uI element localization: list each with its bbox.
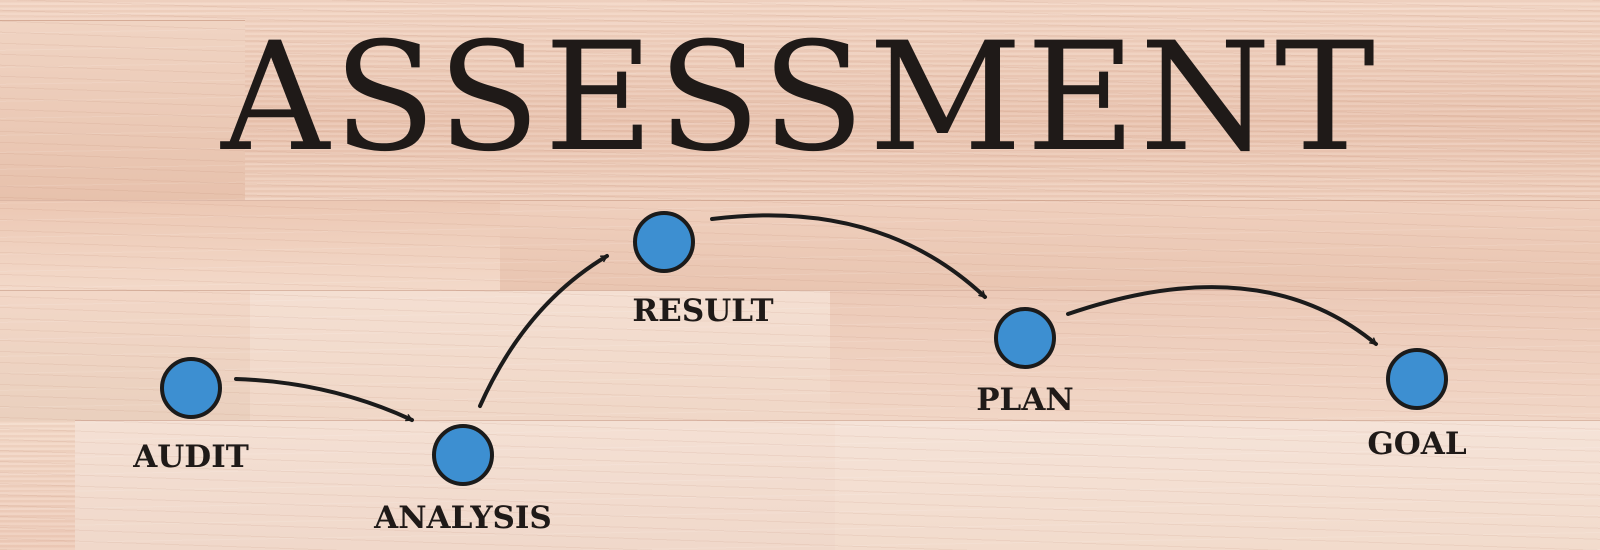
step-node-goal xyxy=(1386,348,1448,410)
arrow-analysis-to-result xyxy=(478,254,609,408)
step-node-plan xyxy=(994,307,1056,369)
wood-plank xyxy=(0,200,500,291)
step-node-audit xyxy=(160,357,222,419)
step-label-goal: GOAL xyxy=(1367,426,1467,462)
step-label-result: RESULT xyxy=(632,293,773,329)
arrow-result-to-plan xyxy=(710,213,987,299)
step-label-audit: AUDIT xyxy=(132,439,249,475)
wood-plank xyxy=(830,290,1600,421)
wood-plank xyxy=(835,420,1600,550)
step-node-result xyxy=(633,211,695,273)
step-node-analysis xyxy=(432,424,494,486)
wood-plank xyxy=(0,20,245,201)
step-label-analysis: ANALYSIS xyxy=(373,500,552,536)
arrow-plan-to-goal xyxy=(1066,285,1378,346)
step-label-plan: PLAN xyxy=(976,382,1074,418)
page-title: ASSESSMENT xyxy=(221,11,1379,185)
arrow-audit-to-analysis xyxy=(234,377,414,422)
